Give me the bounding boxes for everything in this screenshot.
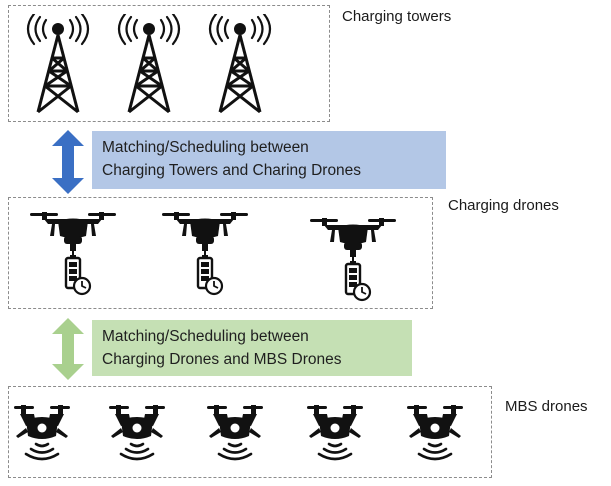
link-band-towers-charging: Matching/Scheduling between Charging Tow… — [92, 131, 446, 189]
bidirectional-arrow-green — [52, 318, 84, 380]
mbs-drone-icon — [205, 402, 265, 469]
bidirectional-arrow-blue — [52, 130, 84, 194]
charging-drone-layer-box — [8, 197, 433, 309]
charging-drone-icon — [308, 212, 398, 307]
link-text-line2: Charging Towers and Charing Drones — [102, 162, 362, 179]
tower-layer-label: Charging towers — [342, 8, 452, 25]
charging-drone-icon — [28, 206, 118, 301]
link-text-line1: Matching/Scheduling between — [102, 139, 309, 156]
link-text-line2: Charging Drones and MBS Drones — [102, 351, 342, 368]
mbs-drone-icon — [305, 402, 365, 469]
mbs-drone-layer-label: MBS drones — [505, 398, 588, 415]
mbs-drone-icon — [12, 402, 72, 469]
radio-tower-icon — [22, 12, 94, 119]
mbs-drone-icon — [107, 402, 167, 469]
charging-drone-icon — [160, 206, 250, 301]
link-band-charging-mbs: Matching/Scheduling between Charging Dro… — [92, 320, 412, 376]
radio-tower-icon — [204, 12, 276, 119]
mbs-drone-icon — [405, 402, 465, 469]
radio-tower-icon — [113, 12, 185, 119]
mbs-drone-layer-box — [8, 386, 492, 478]
charging-drone-layer-label: Charging drones — [448, 197, 559, 214]
tower-layer-box — [8, 5, 330, 122]
link-text-line1: Matching/Scheduling between — [102, 328, 309, 345]
